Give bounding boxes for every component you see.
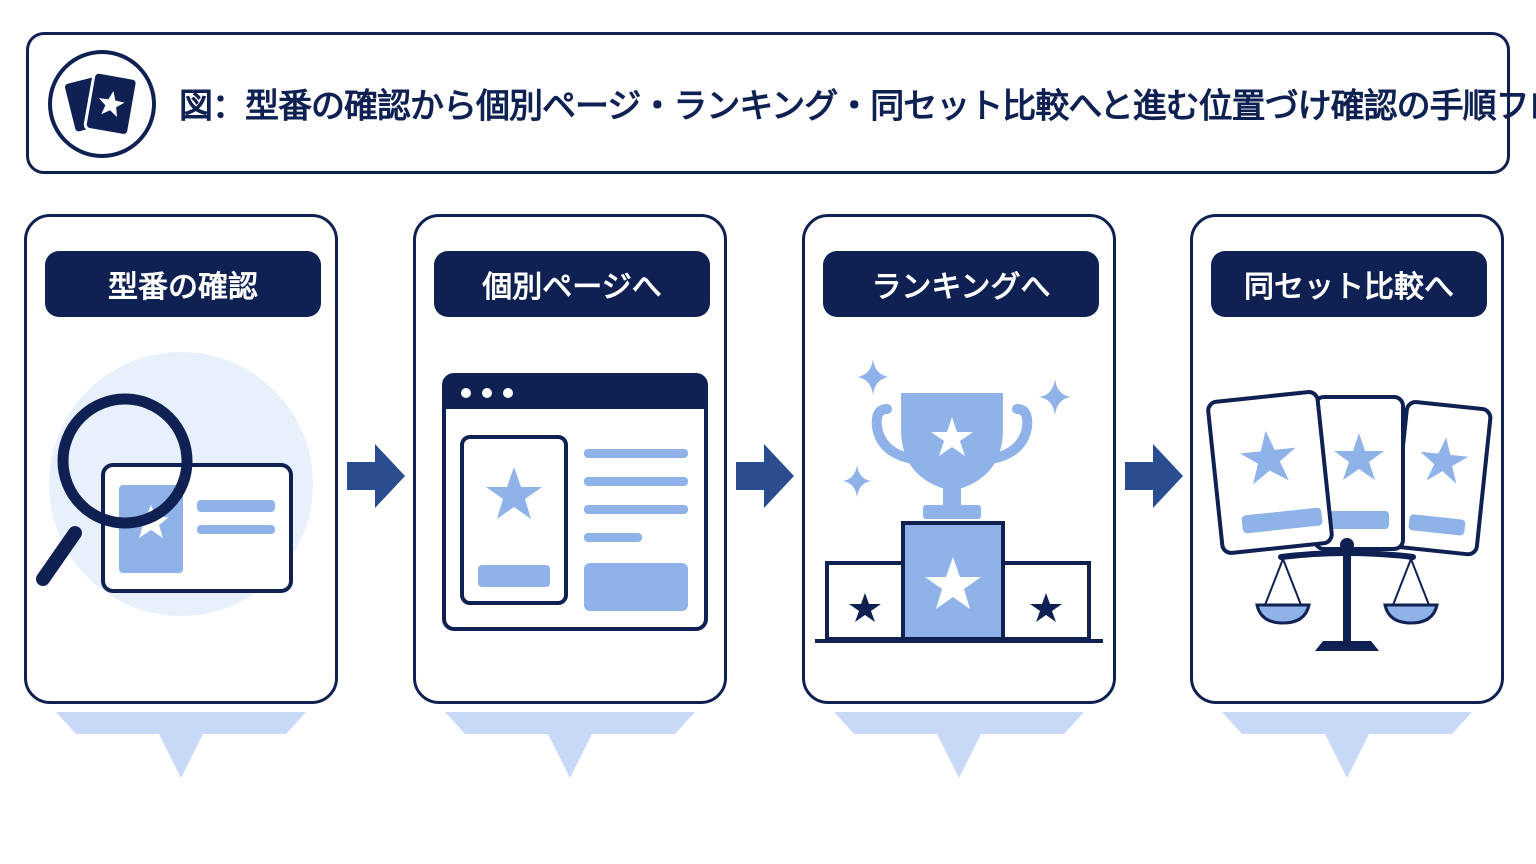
step-card-2: 個別ページへ xyxy=(413,214,727,704)
header-banner: 図：型番の確認から個別ページ・ランキング・同セット比較へと進む位置づけ確認の手順… xyxy=(26,32,1536,174)
arrow-right-icon xyxy=(1125,444,1183,508)
arrow-right-icon xyxy=(347,444,405,508)
step-card-3: ランキングへ xyxy=(802,214,1116,704)
step-card-4: 同セット比較へ xyxy=(1190,214,1504,704)
page-title: 図：型番の確認から個別ページ・ランキング・同セット比較へと進む位置づけ確認の手順… xyxy=(179,86,1536,127)
step-label-4: 同セット比較へ xyxy=(1211,251,1487,317)
trophy-podium-illustration xyxy=(815,359,1103,643)
browser-page-illustration xyxy=(442,373,708,631)
step-label-3: ランキングへ xyxy=(823,251,1099,317)
step-pointer-1 xyxy=(56,712,306,778)
step-label-1: 型番の確認 xyxy=(45,251,321,317)
cards-scale-illustration xyxy=(1206,390,1493,651)
step-card-1: 型番の確認 xyxy=(24,214,338,704)
step-pointer-2 xyxy=(445,712,695,778)
cards-icon xyxy=(48,50,156,158)
step-label-2: 個別ページへ xyxy=(434,251,710,317)
step-pointer-3 xyxy=(834,712,1084,778)
magnifier-card-illustration xyxy=(36,352,313,616)
arrow-right-icon xyxy=(736,444,794,508)
step-pointer-4 xyxy=(1222,712,1472,778)
